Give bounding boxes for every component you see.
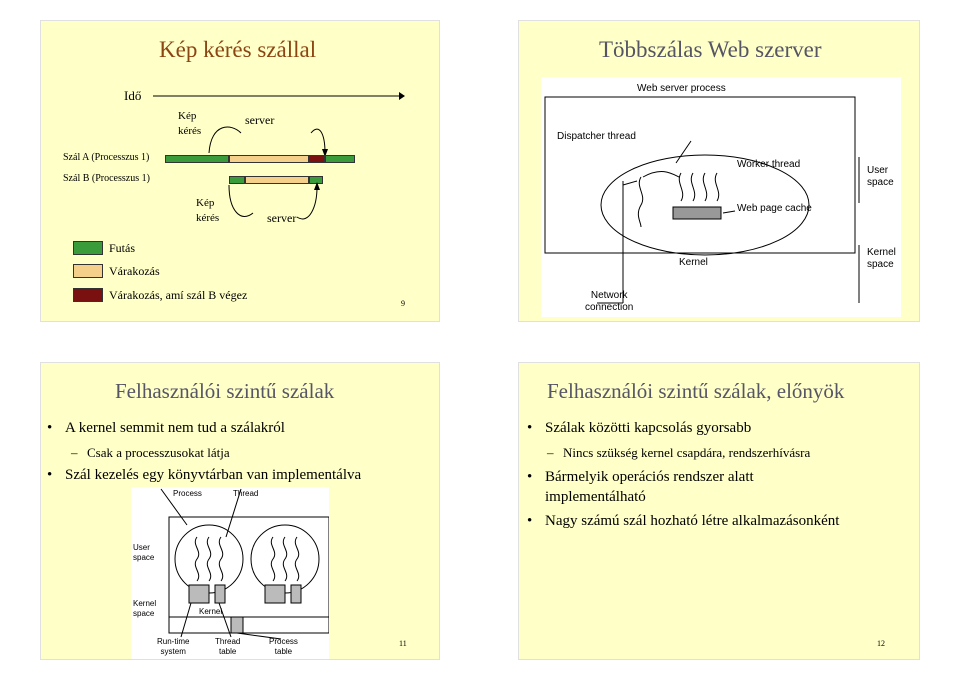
slide-10: Többszálas Web szerver <box>518 20 920 322</box>
server-label-top: server <box>245 113 275 127</box>
kernel-label: Kernel <box>199 607 223 616</box>
thread-b-label: Szál B (Processzus 1) <box>63 173 150 184</box>
page-number: 12 <box>877 639 885 648</box>
thread-a-label: Szál A (Processzus 1) <box>63 152 150 163</box>
slide-title: Felhasználói szintű szálak, előnyök <box>547 379 845 403</box>
legend-waiting-b-swatch <box>73 288 103 302</box>
thread-b-running-2 <box>309 176 323 184</box>
thread-a-running-1 <box>165 155 229 163</box>
thread-a-waiting <box>229 155 309 163</box>
bullet-1: A kernel semmit nem tud a szálakról <box>47 420 285 437</box>
time-label: Idő <box>124 88 142 103</box>
thread-b-waiting <box>245 176 309 184</box>
slide-title: Többszálas Web szerver <box>599 37 822 62</box>
server-label-bottom: server <box>267 211 297 225</box>
web-page-cache-label: Web page cache <box>737 203 812 214</box>
sub-bullet-1: Csak a processzusokat látja <box>71 445 230 461</box>
legend-running-label: Futás <box>109 241 136 255</box>
slide-title: Kép kérés szállal <box>159 37 317 62</box>
time-arrow <box>153 92 405 100</box>
worker-thread-label: Worker thread <box>737 159 801 170</box>
request-arcs-bottom <box>228 182 320 220</box>
diagram-lines <box>544 96 860 304</box>
thread-b-running-1 <box>229 176 245 184</box>
dispatcher-thread-label: Dispatcher thread <box>557 131 636 142</box>
thread-a-running-2 <box>325 155 355 163</box>
slide-title: Felhasználói szintű szálak <box>115 379 335 403</box>
legend-waiting-label: Várakozás <box>109 264 160 278</box>
slide-11: Felhasználói szintű szálak A kernel semm… <box>40 362 440 660</box>
legend-waiting-swatch <box>73 264 103 278</box>
web-server-diagram: Web server process Dispatcher thread Wor… <box>541 77 901 317</box>
sub-bullet-1: Nincs szükség kernel csapdára, rendszerh… <box>547 445 810 461</box>
web-server-process-label: Web server process <box>637 83 726 94</box>
legend-waiting-b-label: Várakozás, amí szál B végez <box>109 288 248 302</box>
process-label: Process <box>173 489 202 498</box>
thread-a-waiting-b <box>309 155 325 163</box>
bullet-1: Szálak közötti kapcsolás gyorsabb <box>527 420 751 437</box>
page-number: 11 <box>399 639 407 648</box>
request-arcs-top <box>208 126 328 157</box>
bullet-2: Szál kezelés egy könyvtárban van impleme… <box>47 467 361 484</box>
slide-12: Felhasználói szintű szálak, előnyök Szál… <box>518 362 920 660</box>
legend-running-swatch <box>73 241 103 255</box>
thread-label: Thread <box>233 489 259 498</box>
bullet-3: Nagy számú szál hozható létre alkalmazás… <box>527 513 839 530</box>
diagram-lines <box>160 488 329 640</box>
kernel-label: Kernel <box>679 257 708 268</box>
bullet-2: Bármelyik operációs rendszer alatt imple… <box>527 467 795 507</box>
page-number: 9 <box>401 299 405 308</box>
